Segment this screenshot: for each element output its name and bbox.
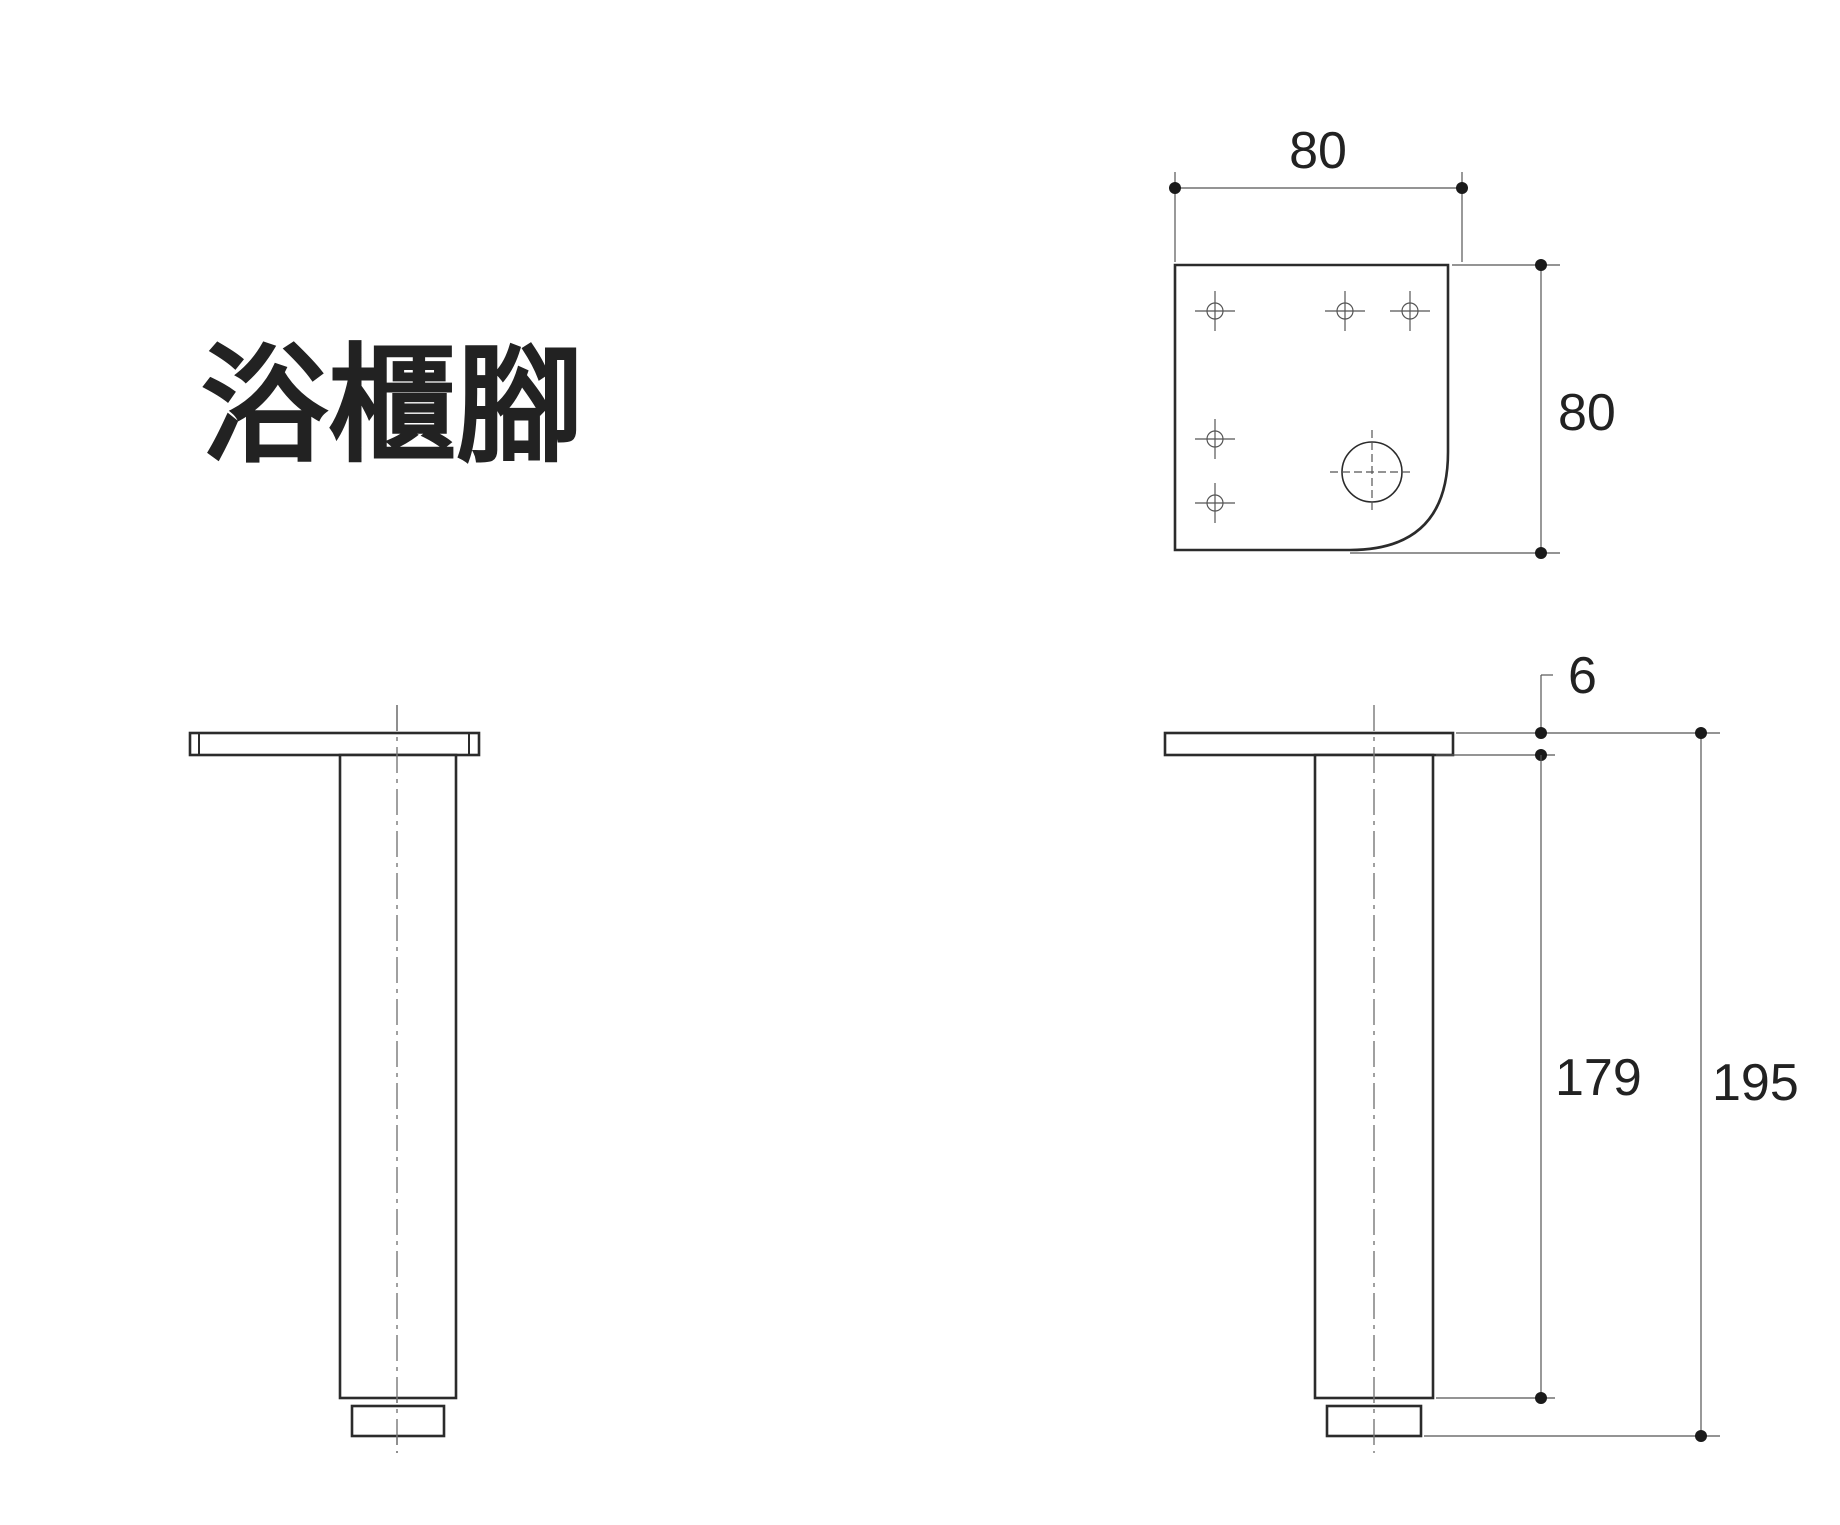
screw-hole xyxy=(1195,291,1235,331)
adjustable-foot xyxy=(350,1404,446,1438)
screw-hole xyxy=(1195,419,1235,459)
dimension-plate-depth: 80 xyxy=(1350,259,1616,559)
screw-hole xyxy=(1390,291,1430,331)
side-view-left xyxy=(188,705,481,1453)
dimension-plate-width: 80 xyxy=(1169,122,1468,262)
plate-outline xyxy=(1173,263,1450,552)
dimension-total-height: 195 xyxy=(1424,727,1799,1442)
dimension-label-plate-thickness: 6 xyxy=(1568,647,1597,705)
leg-tube xyxy=(338,753,458,1400)
dimension-label-plate-depth: 80 xyxy=(1558,384,1616,442)
screw-hole xyxy=(1195,483,1235,523)
dimension-label-plate-width: 80 xyxy=(1289,122,1347,180)
side-view-right xyxy=(1163,705,1455,1453)
dimension-plate-thickness: 6 xyxy=(1436,647,1720,761)
mounting-plate xyxy=(1163,731,1455,757)
mounting-plate xyxy=(188,731,481,757)
dimension-label-tube-height: 179 xyxy=(1555,1049,1642,1107)
page-title: 浴櫃腳 xyxy=(200,332,584,481)
top-view-plate xyxy=(1173,263,1450,552)
screw-hole xyxy=(1325,291,1365,331)
dimension-label-total-height: 195 xyxy=(1712,1054,1799,1112)
dimension-tube-height: 179 xyxy=(1436,755,1642,1404)
center-hole xyxy=(1330,430,1414,514)
